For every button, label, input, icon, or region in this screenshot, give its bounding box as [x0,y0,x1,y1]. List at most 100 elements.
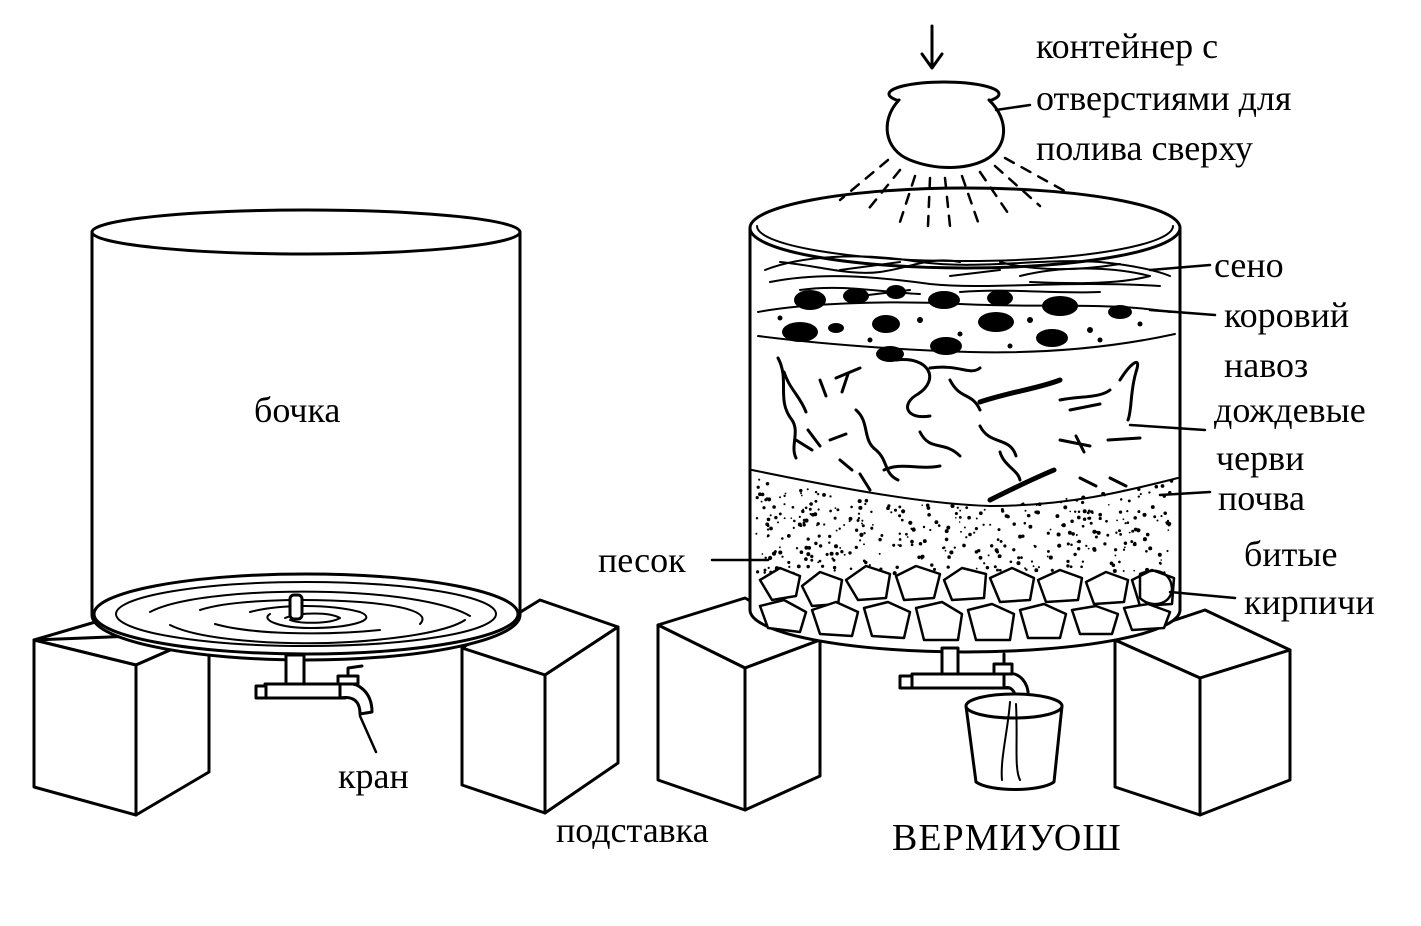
sand-grain [834,544,838,549]
sand-grain [1111,563,1116,568]
sand-grain [1085,544,1088,548]
sand-grain [1050,568,1054,572]
sand-grain [1076,515,1081,520]
sand-grain [806,537,810,541]
sand-grain [784,492,787,495]
barrel [90,208,522,662]
sand-grain [880,534,884,537]
sand-grain [854,545,858,550]
sand-grain [817,508,820,511]
sand-grain [920,554,925,559]
sand-grain [1126,521,1130,524]
sand-grain [822,492,826,497]
sand-grain [982,523,985,526]
sand-grain [807,545,812,550]
sand-grain [1142,537,1147,542]
sand-grain [858,505,863,510]
sand-grain [829,495,832,498]
sand-grain [766,535,769,538]
sand-grain [1021,534,1025,538]
sand-grain [859,539,862,542]
sand-grain [832,565,837,570]
sand-grain [1160,559,1162,561]
sand-grain [848,516,853,521]
sand-grain [816,522,820,526]
sand-grain [779,496,781,499]
sand-grain [1115,531,1118,534]
sand-grain [783,517,786,520]
sand-grain [1073,552,1077,557]
sand-grain [999,539,1003,543]
sand-grain [1156,519,1159,522]
sand-grain [910,539,914,544]
sand-grain [1060,501,1062,504]
sand-grain [993,565,997,569]
sand-grain [878,537,882,542]
sand-grain [850,505,853,509]
sand-grain [1037,502,1042,507]
sand-grain [1082,509,1087,514]
hay-layer [764,255,1171,297]
sand-grain [1145,532,1150,537]
sand-grain [963,526,966,529]
soil-label: почва [1218,478,1305,518]
sand-grain [1024,509,1027,512]
sand-grain [1069,510,1072,513]
sand-grain [887,504,891,508]
sand-grain [954,516,957,519]
sand-grain [1046,555,1049,558]
sand-grain [790,517,793,520]
sand-grain [1163,511,1167,516]
left-tap [254,653,374,716]
sand-grain [795,547,799,550]
bucket [964,692,1064,791]
sand-grain [934,520,939,525]
sand-grain [763,571,766,574]
water-spray [838,156,1072,228]
sand-grain [783,494,786,498]
sand-grain [890,511,893,514]
vermiwash-tank [748,186,1182,654]
sand-grain [1132,542,1137,547]
sand-grain [1063,505,1068,510]
sand-grain [898,532,902,535]
hay-label: сено [1214,245,1284,285]
sand-grain [788,565,791,569]
sand-grain [804,545,809,550]
sand-grain [953,546,956,549]
sand-grain [802,518,806,522]
sand-grain [856,519,860,522]
sand-grain [1035,503,1038,507]
sand-grain [1081,495,1086,500]
sand-grain [1123,489,1126,492]
sand-grain [870,510,873,514]
sand-grain [1112,569,1117,573]
sand-grain [758,478,761,481]
sand-grain [828,534,832,539]
sand-grain [760,492,765,497]
sand-grain [950,503,955,509]
sand-grain [1145,549,1148,553]
sand-grain [949,550,954,555]
sand-grain [895,565,899,570]
diagram-title: ВЕРМИУОШ [892,817,1122,859]
sand-grain [897,544,900,546]
sand-grain [755,495,759,500]
sand-grain [1082,501,1085,504]
sand-grain [861,519,864,522]
sand-grain [838,527,841,530]
sand-grain [806,564,810,569]
sand-grain [1075,498,1079,502]
sand-grain [1080,565,1083,569]
sand-grain [764,556,767,559]
sand-grain [857,512,861,515]
sand-grain [1034,510,1038,514]
sand-grain [1086,511,1090,515]
sand-grain [954,511,958,516]
sand-grain [1055,514,1060,519]
sand-grain [893,508,898,512]
sand-grain [944,537,949,542]
sand-grain [900,518,904,522]
sand-grain [1032,565,1035,568]
